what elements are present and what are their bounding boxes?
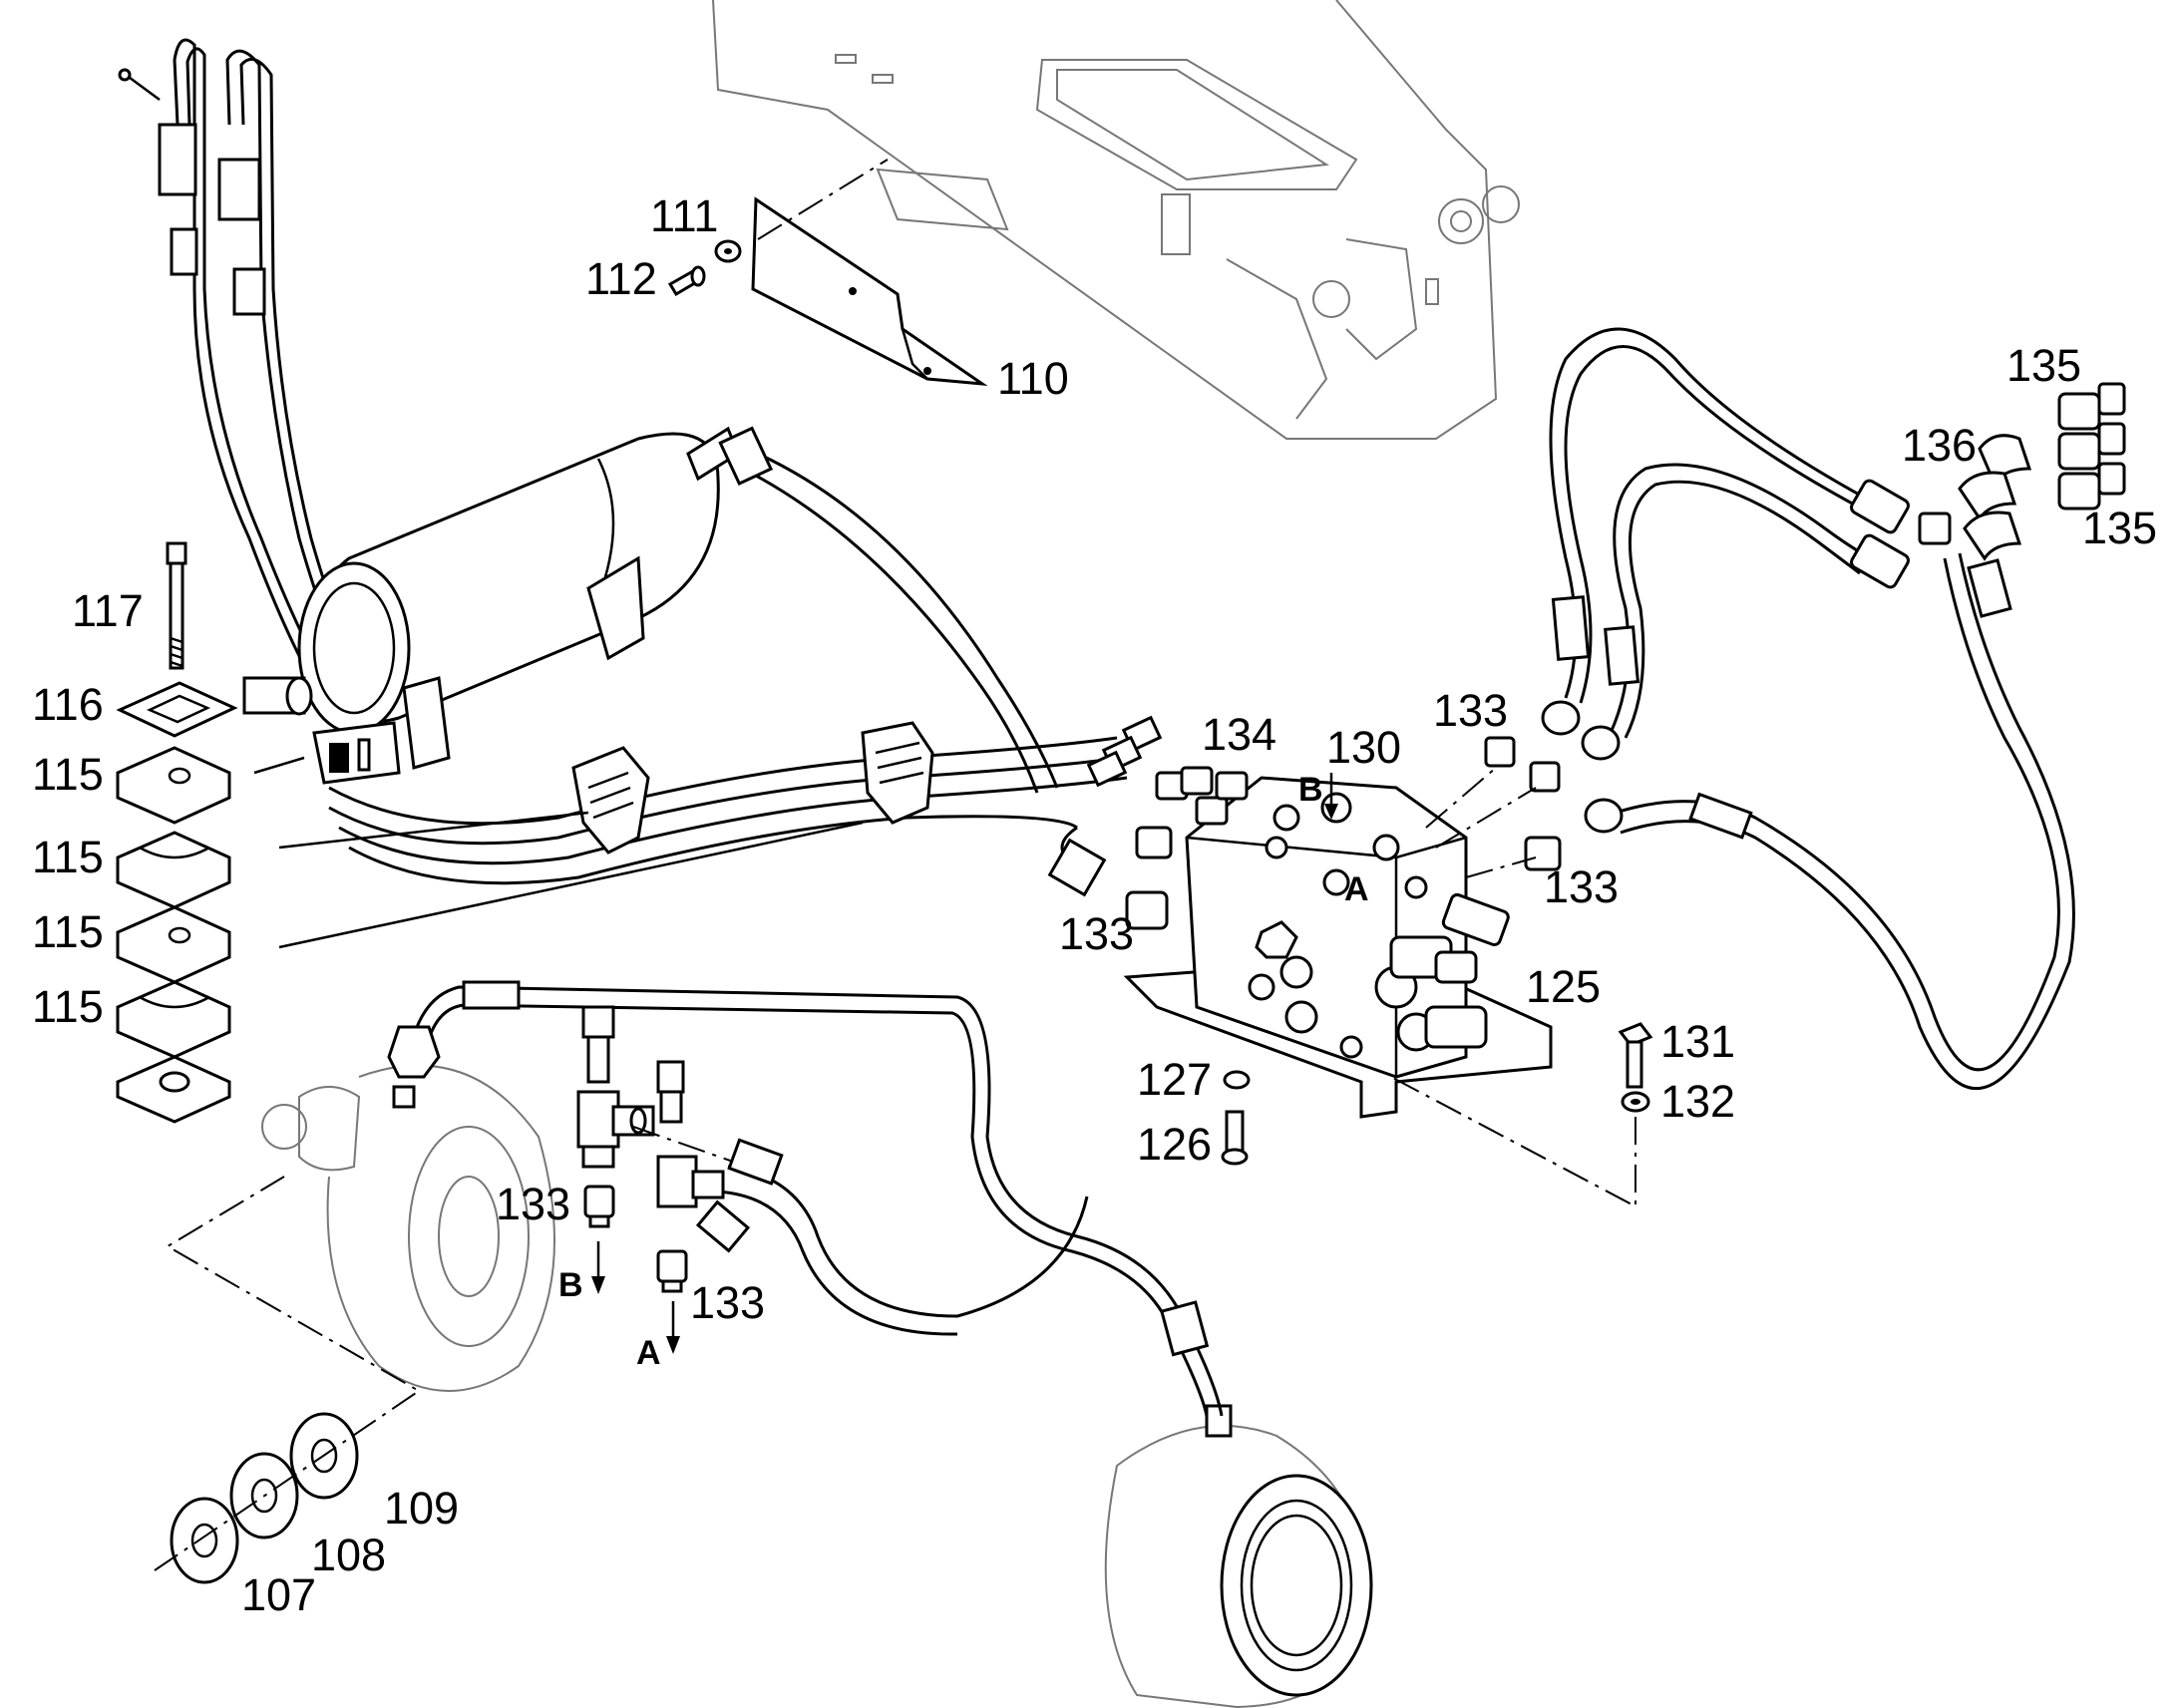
- hose-lower-long: [387, 980, 1224, 1417]
- clamp-half-115-3: [116, 905, 231, 984]
- label-133-tee-a: 133: [690, 1277, 765, 1328]
- tee-fitting-a: [632, 1060, 734, 1208]
- base-plate: [116, 1055, 231, 1124]
- label-111: 111: [650, 190, 718, 241]
- elbow-fittings-136: [1958, 434, 2032, 561]
- right-hoses: [1541, 327, 2075, 1090]
- shim-dash-line: [154, 1176, 421, 1571]
- fitting-133-left: [1125, 826, 1173, 930]
- valve-block-125: [1123, 776, 1553, 1119]
- fitting-133-top-right: [1425, 736, 1562, 878]
- clamp-half-115-4: [116, 980, 231, 1059]
- hose-clamp-left: [312, 721, 401, 785]
- hose-clamp-right: [861, 721, 934, 825]
- label-108: 108: [311, 1530, 386, 1580]
- wheel-motor-right: [1104, 1404, 1373, 1708]
- label-115-3: 115: [32, 906, 104, 957]
- hose-cylinder-to-block: [718, 426, 1059, 794]
- bolt-126: [1221, 1110, 1249, 1166]
- plugs-135: [2057, 382, 2126, 511]
- hose-bundle-horizontal: [328, 736, 1128, 897]
- port-letter-b-tee: B: [558, 1266, 583, 1304]
- hose-clamp-middle: [571, 746, 650, 854]
- mounting-dash-line: [1390, 1076, 1636, 1208]
- port-arrows: [591, 773, 1338, 1354]
- plug-fitting-133-b: [583, 1185, 615, 1228]
- mounting-plate-110: [751, 159, 988, 387]
- washer-132: [1621, 1091, 1650, 1113]
- shim-107: [170, 1497, 239, 1584]
- label-115-2: 115: [32, 832, 104, 882]
- clamp-leaders: [253, 756, 864, 949]
- part-labels: 111 112 110 117 116 115 115 115 115 134 …: [32, 190, 2157, 1620]
- port-letter-a-tee: A: [636, 1334, 661, 1372]
- label-131: 131: [1660, 1016, 1735, 1067]
- label-132: 132: [1660, 1076, 1735, 1127]
- wheel-motor-left: [261, 1064, 555, 1392]
- screw-112: [667, 265, 706, 297]
- label-107: 107: [241, 1569, 316, 1620]
- tee-fitting-b: [576, 1005, 655, 1169]
- port-letter-labels: B A B A: [558, 771, 1369, 1372]
- clamp-half-115-1: [116, 746, 231, 825]
- label-134: 134: [1202, 709, 1276, 760]
- label-109: 109: [384, 1483, 459, 1534]
- port-letter-b-block: B: [1298, 771, 1323, 809]
- label-115-4: 115: [32, 981, 104, 1032]
- label-133-left: 133: [1059, 908, 1134, 959]
- port-letter-a-block: A: [1344, 870, 1369, 908]
- chassis-frame: [712, 0, 1520, 440]
- hose-ends-block-side: [1086, 715, 1163, 788]
- bolt-131: [1618, 1022, 1653, 1089]
- label-116: 116: [32, 679, 104, 730]
- label-112: 112: [585, 253, 657, 304]
- hose-lower-short: [695, 1138, 1089, 1336]
- label-125: 125: [1526, 961, 1601, 1012]
- bolt-117: [166, 541, 187, 670]
- fittings-134: [1155, 766, 1249, 826]
- label-115-1: 115: [32, 749, 104, 800]
- label-136: 136: [1902, 420, 1977, 471]
- washer-111: [714, 239, 742, 263]
- label-117: 117: [72, 585, 144, 636]
- cover-plate-116: [116, 681, 238, 738]
- label-126: 126: [1137, 1119, 1212, 1170]
- label-130: 130: [1326, 722, 1401, 773]
- label-133-right: 133: [1544, 861, 1619, 912]
- clamp-half-115-2: [116, 831, 231, 909]
- label-135-top: 135: [2006, 340, 2081, 391]
- label-135-bottom: 135: [2082, 503, 2157, 553]
- washer-127: [1223, 1070, 1251, 1090]
- accumulator-cylinder: [242, 426, 740, 770]
- label-110: 110: [997, 353, 1069, 404]
- label-133-tee-b: 133: [496, 1179, 570, 1229]
- plug-fitting-133-a: [656, 1249, 688, 1293]
- label-133-top: 133: [1433, 685, 1508, 736]
- label-127: 127: [1137, 1054, 1212, 1105]
